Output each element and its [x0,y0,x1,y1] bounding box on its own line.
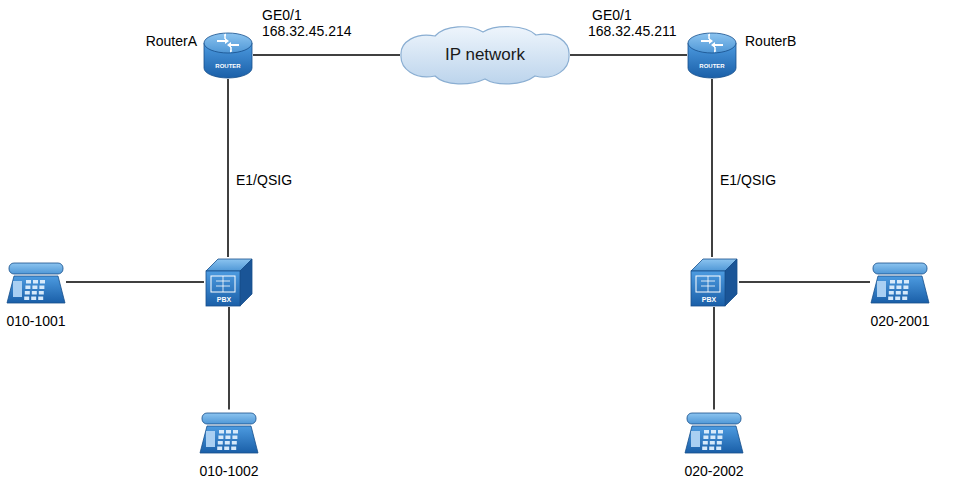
phone-icon-shape [870,260,930,305]
ip-address: 168.32.45.211 [588,23,677,39]
phone-number: 020-2001 [870,313,929,329]
link-line [227,79,229,257]
router-icon-shape [203,31,253,79]
pbx-icon: PBX [204,257,254,307]
phone-icon: 020-2002 [684,410,744,455]
link-line [228,307,230,410]
device-name: RouterA [146,33,197,49]
router-icon-shape [687,31,737,79]
network-label: IP network [400,45,570,65]
icon-label: ROUTER [203,63,253,70]
pbx-icon: PBX [689,257,739,307]
phone-number: 010-1001 [6,313,65,329]
link-line [739,281,870,283]
phone-icon-shape [6,260,66,305]
device-name: RouterB [745,33,796,49]
link-line [570,54,687,56]
icon-label: PBX [691,296,727,304]
network-cloud: IP network [400,24,570,86]
ip-address: 168.32.45.214 [262,23,352,39]
phone-icon-shape [684,410,744,455]
link-label: E1/QSIG [718,172,778,188]
link-line [713,307,715,410]
link-line [66,281,204,283]
link-line [711,79,713,257]
phone-number: 010-1002 [199,463,258,479]
interface-name: GE0/1 [592,7,632,23]
interface-name: GE0/1 [262,7,302,23]
router-icon: RouterAROUTER [203,31,253,79]
phone-number: 020-2002 [684,463,743,479]
link-line [253,54,400,56]
link-label: E1/QSIG [234,172,294,188]
router-icon: RouterBROUTER [687,31,737,79]
phone-icon-shape [199,410,259,455]
icon-label: PBX [206,296,242,304]
phone-icon: 020-2001 [870,260,930,305]
phone-icon: 010-1002 [199,410,259,455]
icon-label: ROUTER [687,63,737,70]
phone-icon: 010-1001 [6,260,66,305]
